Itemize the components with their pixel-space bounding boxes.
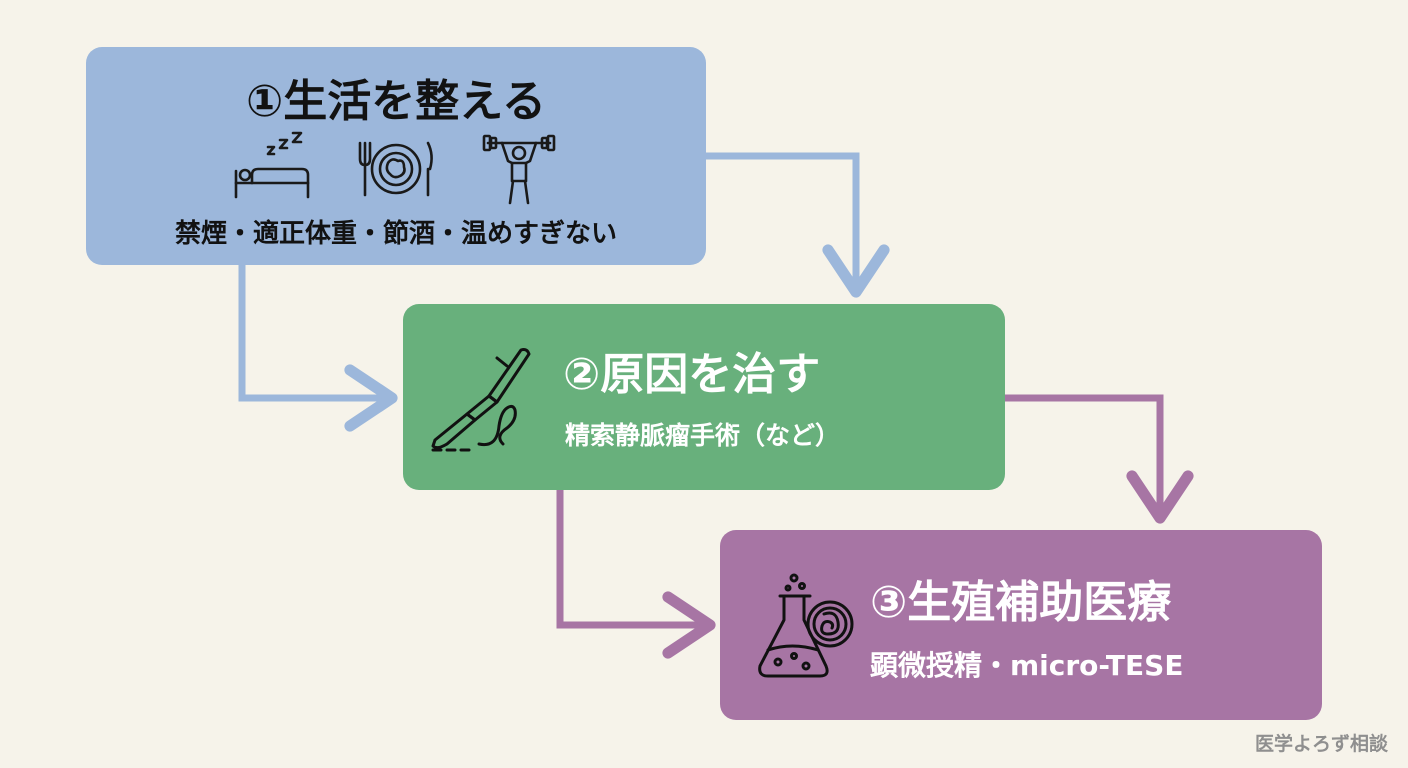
flask-embryo-icon	[758, 573, 854, 678]
step-1-subtitle: 禁煙・適正体重・節酒・温めすぎない	[174, 219, 617, 249]
arrow-step1-right-to-step2	[706, 152, 890, 298]
meal-plate-icon	[358, 141, 433, 197]
step-1-card: ①生活を整える	[86, 47, 706, 265]
sleep-bed-icon	[234, 131, 310, 199]
arrow-step2-right-to-step3	[1005, 394, 1194, 524]
step-3-card: ③生殖補助医療 顕微授精・micro-TESE	[720, 530, 1322, 720]
watermark: 医学よろず相談	[1254, 733, 1388, 755]
step-3-subtitle: 顕微授精・micro-TESE	[870, 649, 1184, 682]
step-2-subtitle: 精索静脈瘤手術（など）	[565, 421, 841, 450]
scalpel-icon	[431, 348, 531, 452]
step-3-title: ③生殖補助医療	[870, 577, 1172, 628]
step-2-card: ②原因を治す 精索静脈瘤手術（など）	[403, 304, 1005, 490]
step-1-title: ①生活を整える	[246, 76, 546, 127]
arrow-step1-down-to-step2	[238, 265, 398, 432]
exercise-dumbbell-icon	[482, 134, 556, 205]
arrow-step2-down-to-step3	[556, 490, 716, 659]
step-2-title: ②原因を治す	[563, 349, 821, 400]
